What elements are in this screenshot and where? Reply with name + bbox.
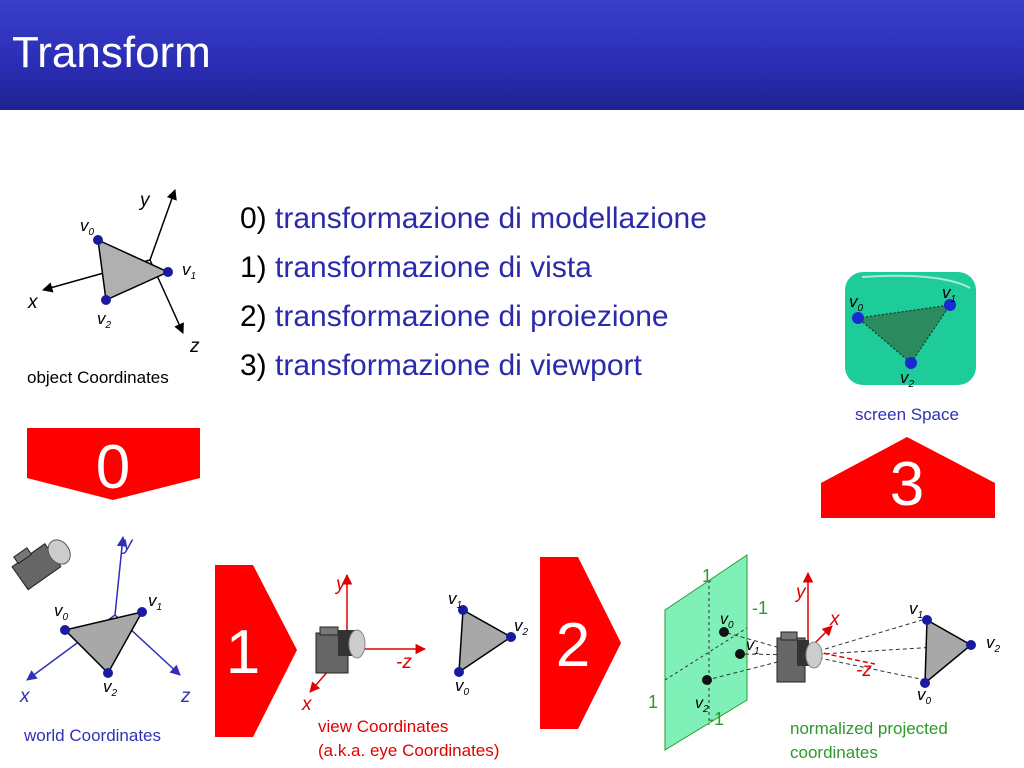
- step-2: 2) transformazione di proiezione: [240, 300, 669, 333]
- npc-proj-vertex-v0: v0: [720, 611, 734, 631]
- step-3: 3) transformazione di viewport: [240, 349, 642, 382]
- view-vertex-v0: v0: [455, 676, 470, 698]
- view-vertex-v1: v1: [448, 589, 462, 611]
- object-axis-z: z: [189, 336, 200, 357]
- npc-proj-vertex-v2: v2: [695, 695, 709, 715]
- npc-vertex-v0: v0: [917, 685, 932, 707]
- npc-label-line1: normalized projected: [790, 719, 948, 738]
- arrow-0-label: 0: [96, 433, 130, 502]
- arrow-3: 3: [821, 437, 995, 519]
- arrow-0: 0: [27, 428, 200, 502]
- world-vertex-v1: v1: [148, 591, 162, 613]
- npc-label-line2: coordinates: [790, 743, 878, 762]
- screen-space-label: screen Space: [855, 405, 959, 424]
- view-axis-y: y: [334, 574, 347, 595]
- world-vertex-v2: v2: [103, 677, 118, 699]
- eye-coordinates-label: (a.k.a. eye Coordinates): [318, 741, 499, 760]
- npc-tick-right: -1: [752, 598, 768, 618]
- world-axis-x: x: [19, 686, 31, 707]
- screen-vertex-v1: v1: [942, 283, 956, 305]
- npc-tick-left: 1: [648, 692, 658, 712]
- arrow-1-label: 1: [226, 618, 260, 687]
- npc-vertex-v1: v1: [909, 599, 923, 621]
- step-1: 1) transformazione di vista: [240, 251, 592, 284]
- view-axis-neg-z: -z: [396, 652, 412, 673]
- npc-axis-neg-z: -z: [856, 660, 872, 681]
- view-camera-icon: [315, 626, 366, 674]
- object-coordinates-label: object Coordinates: [27, 368, 169, 387]
- npc-vertex-v2: v2: [986, 633, 1001, 655]
- view-coordinates-diagram: y x -z v1 v2 v0 view Coordinates (a.k.a.…: [301, 573, 529, 760]
- arrow-2: 2: [540, 557, 621, 729]
- object-axis-y: y: [138, 190, 151, 211]
- screen-vertex-v0: v0: [849, 292, 864, 314]
- object-vertex-v2: v2: [97, 309, 112, 331]
- object-axis-x: x: [27, 292, 39, 313]
- npc-axis-y: y: [794, 582, 807, 603]
- npc-proj-vertex-v1: v1: [746, 637, 760, 657]
- screen-space-diagram: v0 v1 v2 screen Space: [845, 272, 976, 424]
- world-coordinates-diagram: y x z v0 v1 v2 world Coordinates: [11, 534, 191, 745]
- world-axis-y: y: [121, 534, 134, 555]
- arrow-3-label: 3: [890, 450, 924, 519]
- screen-vertex-v2: v2: [900, 368, 915, 390]
- object-coordinates-diagram: y x z v0 v1 v2 object Coordinates: [27, 189, 200, 387]
- world-coordinates-label: world Coordinates: [23, 726, 161, 745]
- slide-title: Transform: [12, 28, 211, 77]
- arrow-2-label: 2: [556, 611, 590, 680]
- view-axis-x: x: [301, 694, 313, 715]
- view-vertex-v2: v2: [514, 616, 529, 638]
- step-list: 0) transformazione di modellazione 1) tr…: [240, 194, 707, 390]
- world-axis-z: z: [180, 686, 191, 707]
- step-0: 0) transformazione di modellazione: [240, 202, 707, 235]
- npc-camera-icon: [776, 631, 823, 683]
- arrow-1: 1: [215, 565, 297, 737]
- view-coordinates-label: view Coordinates: [318, 717, 448, 736]
- object-vertex-v1: v1: [182, 260, 196, 282]
- world-vertex-v0: v0: [54, 601, 69, 623]
- npc-tick-bottom: -1: [708, 709, 724, 729]
- title-bar: Transform: [0, 0, 1024, 110]
- world-camera-icon: [11, 539, 71, 591]
- object-vertex-v0: v0: [80, 216, 95, 238]
- npc-axis-x: x: [829, 609, 841, 630]
- npc-tick-top: 1: [702, 566, 712, 586]
- npc-diagram: 1 -1 1 -1 v0 v1 v2 y x -z v1 v2 v0: [648, 554, 1001, 762]
